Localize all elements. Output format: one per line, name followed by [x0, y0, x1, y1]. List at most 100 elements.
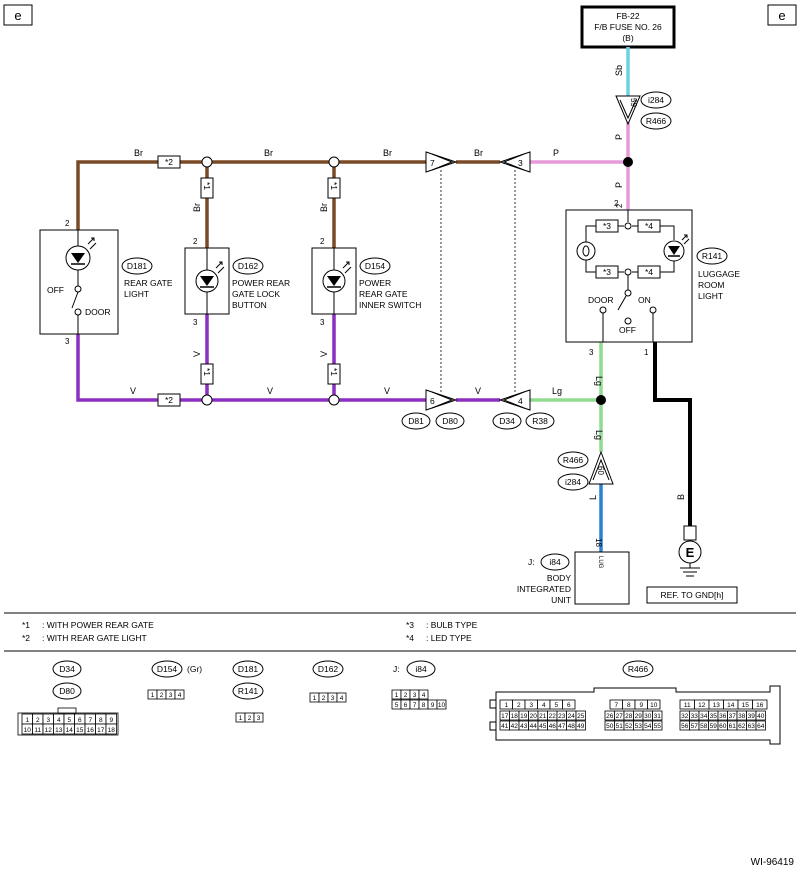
svg-text:4: 4	[518, 396, 523, 406]
svg-text:D162: D162	[318, 664, 339, 674]
connector-pin: 2	[244, 712, 255, 723]
svg-text:i84: i84	[549, 557, 561, 567]
conn-tag-d80: D80	[435, 412, 465, 430]
svg-text:D154: D154	[365, 261, 386, 271]
svg-text:2: 2	[320, 237, 325, 246]
connector-pin: 4	[336, 692, 347, 703]
svg-text:5: 5	[554, 702, 558, 709]
svg-text:e: e	[14, 8, 21, 23]
connector-pin: 2	[400, 689, 411, 700]
svg-text:i284: i284	[565, 477, 581, 487]
svg-text:POWER: POWER	[359, 278, 391, 288]
connector-pin: 15	[737, 699, 753, 710]
svg-text:UNIT: UNIT	[551, 595, 571, 605]
connector-pin: 37	[727, 710, 738, 721]
svg-text:J:: J:	[393, 664, 400, 674]
connector-pin: 8	[95, 713, 107, 725]
connector-pin: 11	[32, 723, 44, 735]
connector-pin: 13	[53, 723, 65, 735]
connector-pin: 3	[524, 699, 538, 710]
switch-icon	[617, 295, 627, 311]
connector-pin: 53	[633, 720, 644, 731]
label-lg-2: Lg	[594, 376, 604, 386]
svg-text:: WITH REAR GATE LIGHT: : WITH REAR GATE LIGHT	[42, 633, 147, 643]
connector-pin: 3	[42, 713, 54, 725]
svg-text:53: 53	[635, 723, 643, 730]
connector-pin: 64	[755, 720, 766, 731]
connector-pin: 6	[74, 713, 86, 725]
label-v-3: V	[384, 386, 390, 396]
svg-text:10: 10	[650, 702, 658, 709]
connector-arrow-biu: 60	[588, 450, 614, 485]
marker-star2-top: *2	[157, 155, 181, 169]
svg-text:16: 16	[87, 727, 95, 734]
svg-text:61: 61	[729, 723, 737, 730]
connector-pin: 24	[566, 710, 577, 721]
svg-text:35: 35	[710, 713, 718, 720]
connector-pin: 55	[652, 720, 663, 731]
svg-text:D34: D34	[59, 664, 75, 674]
svg-text:50: 50	[606, 723, 614, 730]
connector-pin: 7	[609, 699, 623, 710]
conn-tag-i284-top: i284	[640, 91, 672, 109]
connector-pin: 25	[575, 710, 586, 721]
connector-pin: 13	[708, 699, 724, 710]
svg-text:13: 13	[713, 702, 721, 709]
svg-text:*1: *1	[202, 182, 212, 190]
label-v-4: V	[475, 386, 481, 396]
svg-text:BUTTON: BUTTON	[232, 300, 267, 310]
connector-pin: 43	[518, 720, 529, 731]
svg-text:: WITH POWER REAR GATE: : WITH POWER REAR GATE	[42, 620, 154, 630]
svg-text:2: 2	[517, 702, 521, 709]
switch-icon	[71, 291, 79, 309]
svg-text:D81: D81	[408, 416, 424, 426]
svg-text:17: 17	[97, 727, 105, 734]
connector-pin: 38	[736, 710, 747, 721]
svg-text:D80: D80	[442, 416, 458, 426]
svg-text:54: 54	[644, 723, 652, 730]
svg-text:9: 9	[431, 702, 435, 709]
connector-pin: 7	[84, 713, 96, 725]
wire-br-top	[76, 160, 440, 230]
connector-pin: 59	[708, 720, 719, 731]
svg-text:12: 12	[45, 727, 53, 734]
wire-v-bottom	[76, 334, 440, 402]
connector-pin: 9	[427, 699, 438, 710]
connector-arrow-top-right: 3	[498, 151, 531, 173]
svg-text:R466: R466	[628, 664, 649, 674]
led-icon	[71, 253, 85, 263]
svg-text:12: 12	[698, 702, 706, 709]
connector-pin: 20	[528, 710, 539, 721]
svg-text:36: 36	[719, 713, 727, 720]
connector-pin: 10	[436, 699, 447, 710]
svg-text:R141: R141	[238, 686, 259, 696]
svg-text:8: 8	[627, 702, 631, 709]
svg-text:3: 3	[193, 318, 198, 327]
svg-text:64: 64	[757, 723, 765, 730]
connector-pin: 2	[32, 713, 44, 725]
svg-text:43: 43	[520, 723, 528, 730]
svg-text:14: 14	[66, 727, 74, 734]
label-v-2: V	[267, 386, 273, 396]
label-p-3: P	[614, 134, 624, 140]
label-v-v2: V	[319, 351, 329, 357]
svg-text:2: 2	[65, 219, 70, 228]
connector-pin: 15	[74, 723, 86, 735]
svg-text:1: 1	[644, 348, 649, 357]
svg-text:31: 31	[654, 713, 662, 720]
connector-pin: 16	[84, 723, 96, 735]
svg-text:13: 13	[55, 727, 63, 734]
svg-text:18: 18	[108, 727, 116, 734]
svg-text:28: 28	[625, 713, 633, 720]
svg-text:3: 3	[169, 692, 173, 699]
connector-pin: 18	[509, 710, 520, 721]
connector-pin: 35	[708, 710, 719, 721]
svg-text:58: 58	[700, 723, 708, 730]
svg-text:*1: *1	[22, 620, 30, 630]
label-br-3: Br	[383, 148, 392, 158]
led-icon	[327, 276, 341, 286]
page-marker-right: e	[767, 4, 797, 26]
connector-pin: 34	[698, 710, 709, 721]
svg-text:*2: *2	[165, 157, 173, 167]
svg-text:5: 5	[67, 717, 71, 724]
